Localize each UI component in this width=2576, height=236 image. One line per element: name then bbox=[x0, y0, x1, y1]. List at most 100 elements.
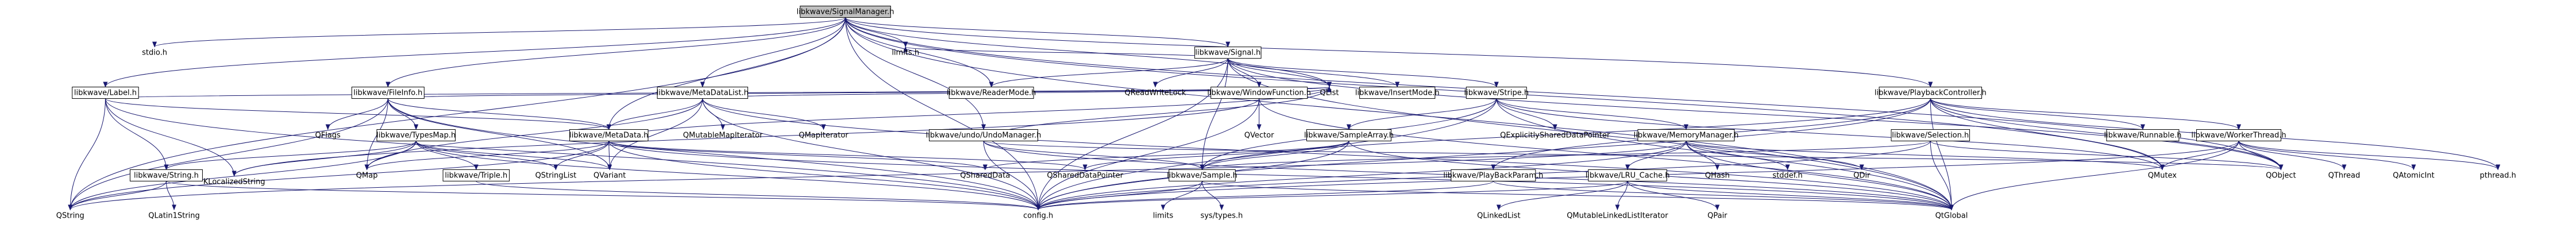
node-string[interactable]: libkwave/String.h bbox=[129, 169, 203, 181]
edge-string-to-qstring bbox=[68, 181, 167, 211]
node-box bbox=[1306, 129, 1391, 142]
node-typesmap[interactable]: libkwave/TypesMap.h bbox=[376, 129, 456, 142]
edge-metadata-to-qmap bbox=[364, 141, 610, 171]
edge-playbackparam-to-config bbox=[1036, 180, 1494, 211]
edge-metadata-to-qtglobal bbox=[608, 141, 1954, 211]
node-label: libkwave/MemoryManager.h bbox=[1634, 131, 1739, 140]
node-label: QVariant bbox=[593, 171, 626, 180]
node-label: stddef.h bbox=[1772, 171, 1802, 180]
edge-stripe-to-memorymanager bbox=[1496, 98, 1688, 130]
edge-selection-to-qtglobal bbox=[1930, 141, 1954, 211]
node-readermode[interactable]: libkwave/ReaderMode.h bbox=[947, 87, 1036, 99]
node-workerthread[interactable]: libkwave/WorkerThread.h bbox=[2191, 129, 2286, 142]
node-box bbox=[800, 5, 891, 18]
edge-workerthread-to-qtglobal bbox=[1949, 141, 2239, 211]
node-qreadwritelock: QReadWriteLock bbox=[1125, 89, 1186, 98]
node-label: QObject bbox=[2266, 171, 2296, 180]
edge-typesmap-to-klocalizedstring bbox=[232, 141, 417, 177]
edge-samplearray-to-qshareddata bbox=[983, 141, 1349, 171]
edge-signal-to-limits bbox=[903, 46, 1228, 59]
node-label[interactable]: libkwave/Label.h bbox=[72, 87, 139, 99]
edge-metadatalist-to-qvariant bbox=[607, 98, 703, 171]
node-systypes: sys/types.h bbox=[1201, 211, 1243, 220]
node-label: QSharedData bbox=[960, 171, 1010, 180]
node-memorymanager[interactable]: libkwave/MemoryManager.h bbox=[1634, 129, 1739, 142]
node-qhash: QHash bbox=[1705, 171, 1730, 180]
edge-lrucache-to-qmutablelinkedlistiterator bbox=[1615, 181, 1628, 211]
node-metadatalist[interactable]: libkwave/MetaDataList.h bbox=[657, 87, 749, 99]
node-stdio: stdio.h bbox=[142, 49, 167, 57]
edge-selection-to-qobject bbox=[1930, 141, 2284, 171]
node-label: QMapIterator bbox=[799, 131, 849, 140]
node-metadata[interactable]: libkwave/MetaData.h bbox=[569, 129, 649, 142]
edge-signal_manager-to-limits bbox=[845, 17, 908, 48]
node-label: libkwave/WorkerThread.h bbox=[2191, 131, 2286, 140]
node-label: QDir bbox=[1853, 171, 1871, 180]
node-samplearray[interactable]: libkwave/SampleArray.h bbox=[1304, 129, 1394, 142]
node-signal-manager[interactable]: libkwave/SignalManager.h bbox=[797, 5, 894, 18]
node-qstringlist: QStringList bbox=[535, 171, 577, 180]
node-fileinfo[interactable]: libkwave/FileInfo.h bbox=[351, 87, 425, 99]
edge-memorymanager-to-stddef bbox=[1686, 141, 1790, 171]
edge-metadatalist-to-metadata bbox=[606, 98, 703, 130]
node-klocalizedstring: KLocalizedString bbox=[203, 177, 265, 186]
node-triple[interactable]: libkwave/Triple.h bbox=[442, 169, 510, 181]
edge-samplearray-to-qshareddatapointer bbox=[1082, 141, 1349, 171]
edge-triple-to-config bbox=[476, 180, 1040, 211]
edge-memorymanager-to-lrucache bbox=[1625, 141, 1687, 171]
edge-stripe-to-qtglobal bbox=[1496, 98, 1954, 211]
edge-label-to-klocalizedstring bbox=[105, 98, 237, 177]
edge-signal_manager-to-playbackcontroller bbox=[845, 17, 1933, 88]
edge-metadatalist-to-qmap bbox=[364, 98, 703, 171]
edge-workerthread-to-qobject bbox=[2238, 141, 2284, 171]
edge-playbackcontroller-to-qtglobal bbox=[1930, 98, 1954, 211]
edge-metadatalist-to-config bbox=[702, 98, 1041, 211]
node-qobject: QObject bbox=[2266, 171, 2296, 180]
node-stripe[interactable]: libkwave/Stripe.h bbox=[1464, 87, 1529, 99]
node-playbackparam[interactable]: libkwave/PlayBackParam.h bbox=[1443, 169, 1543, 181]
node-label: KLocalizedString bbox=[203, 177, 265, 186]
node-label: libkwave/undo/UndoManager.h bbox=[926, 131, 1042, 140]
edge-signal_manager-to-signal bbox=[845, 17, 1231, 48]
node-label: QSharedDataPointer bbox=[1047, 171, 1123, 180]
node-signal[interactable]: libkwave/Signal.h bbox=[1194, 47, 1262, 59]
node-selection[interactable]: libkwave/Selection.h bbox=[1891, 129, 1970, 142]
node-insertmode[interactable]: libkwave/InsertMode.h bbox=[1355, 87, 1440, 99]
edge-memorymanager-to-config bbox=[1036, 141, 1687, 211]
node-qexplicitlyshareddatapointer: QExplicitlySharedDataPointer bbox=[1500, 131, 1610, 140]
node-qflags: QFlags bbox=[315, 131, 341, 140]
edge-signal-to-insertmode bbox=[1227, 58, 1400, 88]
node-label: pthread.h bbox=[2479, 171, 2516, 180]
node-label: libkwave/Triple.h bbox=[445, 171, 507, 180]
node-sample[interactable]: libkwave/Sample.h bbox=[1167, 169, 1237, 181]
node-lrucache[interactable]: libkwave/LRU_Cache.h bbox=[1586, 169, 1670, 181]
edge-string-to-config bbox=[165, 180, 1040, 211]
node-windowfunction[interactable]: libkwave/WindowFunction.h bbox=[1207, 87, 1311, 99]
edge-sample-to-systypes bbox=[1202, 181, 1224, 211]
edge-typesmap-to-qvariant bbox=[415, 141, 612, 171]
edge-signal-to-sample bbox=[1200, 58, 1228, 171]
edge-selection-to-sample bbox=[1200, 141, 1931, 171]
node-label: libkwave/Signal.h bbox=[1195, 49, 1260, 57]
node-box bbox=[929, 129, 1039, 142]
node-label: QList bbox=[1320, 89, 1339, 98]
edge-windowfunction-to-qtglobal bbox=[1259, 98, 1954, 211]
node-undomanager[interactable]: libkwave/undo/UndoManager.h bbox=[926, 129, 1042, 142]
node-label: limits bbox=[1153, 211, 1174, 220]
edge-fileinfo-to-typesmap bbox=[387, 98, 419, 130]
edge-metadatalist-to-qtglobal bbox=[702, 98, 1954, 211]
node-runnable[interactable]: libkwave/Runnable.h bbox=[2104, 129, 2181, 142]
edge-samplearray-to-sample bbox=[1200, 141, 1349, 171]
node-label: QAtomicInt bbox=[2393, 171, 2435, 180]
edge-metadata-to-qshareddata bbox=[608, 141, 988, 171]
edge-lrucache-to-config bbox=[1036, 180, 1628, 211]
edge-metadata-to-qvariant bbox=[607, 141, 612, 171]
node-qmutex: QMutex bbox=[2148, 171, 2177, 180]
node-label: libkwave/LRU_Cache.h bbox=[1586, 171, 1670, 180]
edge-metadata-to-config bbox=[608, 141, 1041, 211]
edge-typesmap-to-config bbox=[415, 141, 1041, 211]
node-box bbox=[1637, 129, 1735, 142]
edge-typesmap-to-string bbox=[164, 141, 417, 171]
node-playbackcontroller[interactable]: libkwave/PlaybackController.h bbox=[1875, 87, 1987, 99]
